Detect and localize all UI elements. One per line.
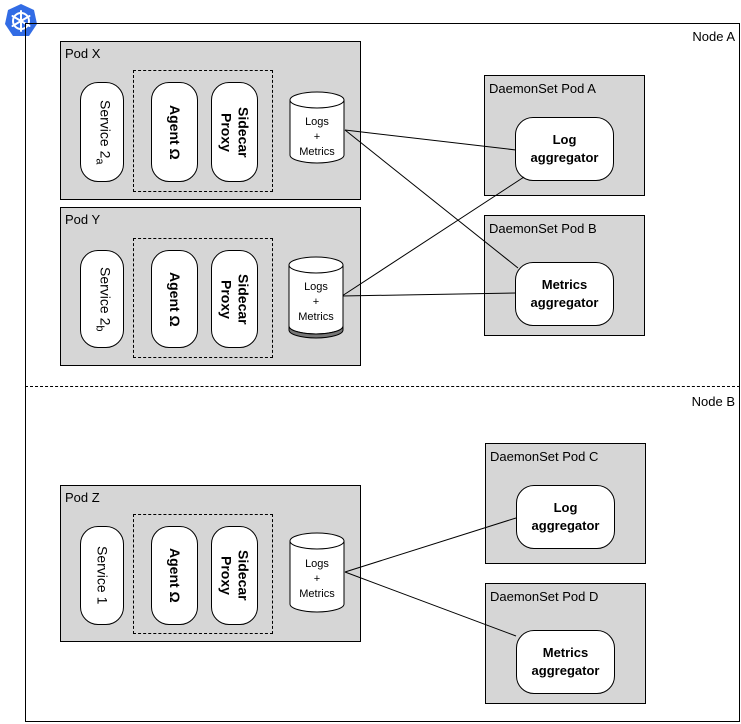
node-divider [25,386,740,387]
daemonset-pod-d-label: DaemonSet Pod D [490,589,599,604]
logs-metrics-label-z: Logs+Metrics [299,558,335,600]
storage-cylinder-y [288,256,344,339]
logs-metrics-label-x: Logs+Metrics [299,116,335,158]
connector-x-log-a [344,129,517,151]
connector-y-log-a [341,176,525,297]
mesh-group-z [133,514,273,634]
service-2b-box: Service 2b [80,250,124,348]
service-2b-text: Service 2b [93,266,114,332]
connector-y-metrics-b [341,292,517,297]
agent-label: Agent Ω [167,548,183,603]
agent-box-z: Agent Ω [151,526,198,625]
service-1-text: Service 1 [94,546,111,605]
agent-box-y: Agent Ω [151,250,198,348]
node-a-label: Node A [692,29,735,44]
storage-cylinder-x [289,91,345,164]
agent-label: Agent Ω [167,271,183,327]
daemonset-pod-a-label: DaemonSet Pod A [489,81,596,96]
pod-z-label: Pod Z [65,490,100,505]
connector-z-log-c [344,517,517,573]
connector-z-metrics-d [344,571,517,637]
mesh-group-x [133,70,273,192]
agent-label: Agent Ω [167,104,183,160]
node-b-label: Node B [691,394,735,409]
agent-box-x: Agent Ω [151,82,198,182]
daemonset-pod-c-label: DaemonSet Pod C [490,449,599,464]
cluster-frame [25,23,740,722]
service-1-box: Service 1 [80,526,124,625]
pod-y-label: Pod Y [65,212,101,227]
mesh-group-y [133,238,273,358]
service-2a-text: Service 2a [93,99,114,165]
pod-x-label: Pod X [65,46,101,61]
daemonset-pod-b-label: DaemonSet Pod B [489,221,597,236]
service-2a-box: Service 2a [80,82,124,182]
logs-metrics-label-y: Logs+Metrics [298,281,334,323]
connector-x-metrics-b [344,129,519,269]
kubernetes-logo-icon [2,2,40,40]
storage-cylinder-z [289,532,345,613]
